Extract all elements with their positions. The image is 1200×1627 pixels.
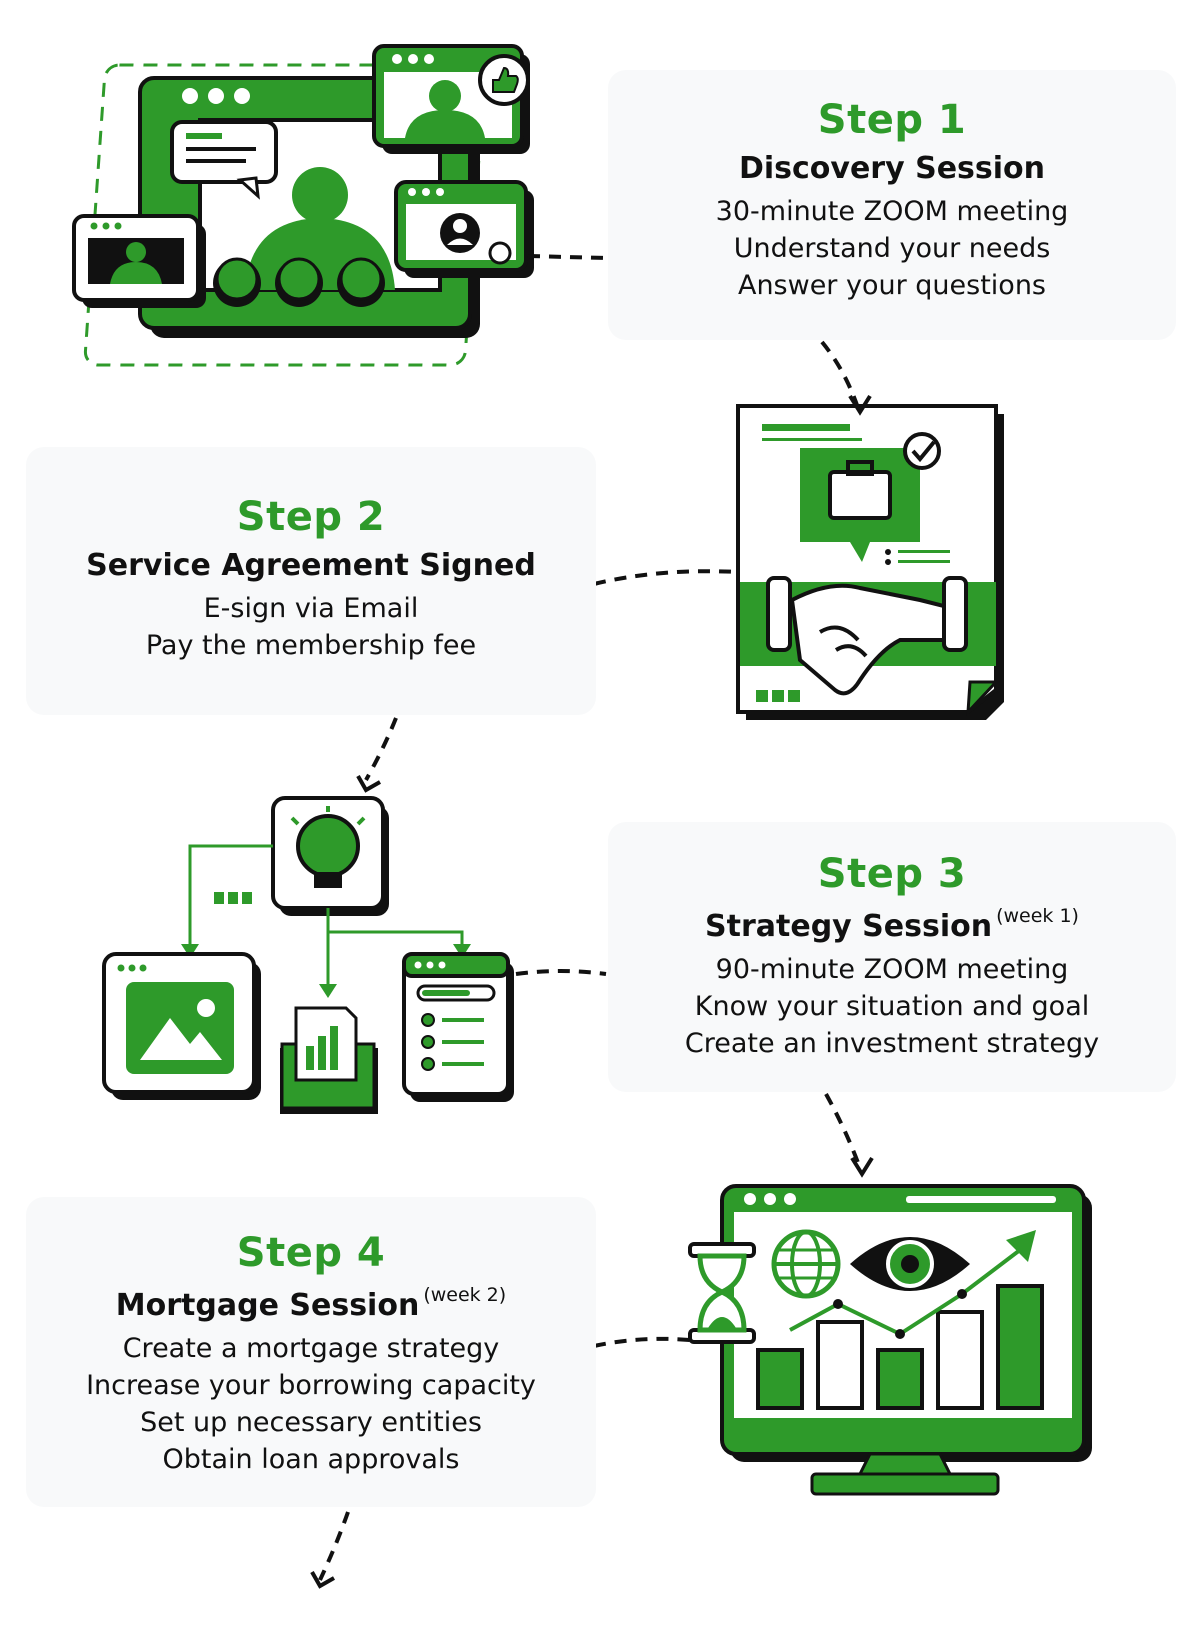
step-name: Strategy Session(week 1) <box>705 905 1079 944</box>
step-title: Step 4 <box>236 1230 386 1276</box>
connector-step3-down <box>824 1093 862 1169</box>
step-card-3: Step 3 Strategy Session(week 1) 90-minut… <box>608 822 1176 1092</box>
connector-step2 <box>593 569 739 586</box>
video-call-icon <box>72 44 534 367</box>
step-name: Discovery Session <box>738 151 1046 186</box>
handshake-agreement-icon <box>736 404 1004 720</box>
connector-step2-down <box>364 717 398 781</box>
step-detail: E-sign via Email <box>203 592 419 624</box>
step-detail: Create a mortgage strategy <box>122 1332 500 1364</box>
step-card-1: Step 1 Discovery Session 30-minute ZOOM … <box>608 70 1176 340</box>
step-title: Step 2 <box>236 494 386 540</box>
step-detail: Increase your borrowing capacity <box>86 1369 536 1401</box>
step-card-2: Step 2 Service Agreement Signed E-sign v… <box>26 447 596 715</box>
arrowheads <box>310 394 874 1589</box>
step-title: Step 3 <box>817 851 967 897</box>
step-detail: Know your situation and goal <box>694 990 1090 1022</box>
step-timing-note: (week 1) <box>996 905 1079 927</box>
step-card-4: Step 4 Mortgage Session(week 2) Create a… <box>26 1197 596 1507</box>
step-timing-note: (week 2) <box>423 1284 507 1306</box>
analytics-monitor-icon <box>688 1184 1092 1496</box>
connector-step3 <box>515 969 607 976</box>
step-detail: 90-minute ZOOM meeting <box>715 953 1069 985</box>
connector-step1 <box>527 254 607 260</box>
step-detail: Answer your questions <box>737 269 1047 301</box>
step-detail: Pay the membership fee <box>145 629 477 661</box>
step-detail: Create an investment strategy <box>684 1027 1100 1059</box>
step-detail: Understand your needs <box>733 232 1051 264</box>
step-detail: Obtain loan approvals <box>162 1443 460 1475</box>
strategy-flow-icon <box>102 796 514 1114</box>
connector-step4 <box>593 1336 691 1348</box>
step-detail: Set up necessary entities <box>140 1406 482 1438</box>
step-name: Service Agreement Signed <box>86 548 536 583</box>
step-name: Mortgage Session(week 2) <box>115 1284 507 1323</box>
connector-step4-down <box>318 1511 350 1581</box>
step-title: Step 1 <box>817 97 967 143</box>
step-detail: 30-minute ZOOM meeting <box>715 195 1069 227</box>
